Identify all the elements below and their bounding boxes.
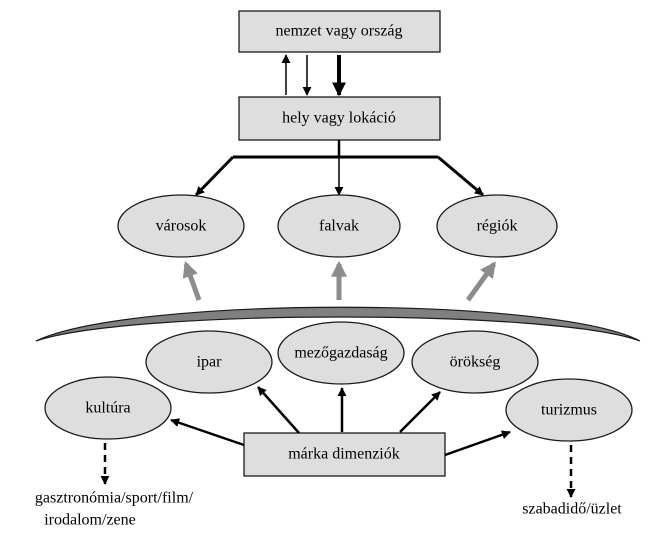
gray-arrow-regions: [465, 261, 497, 302]
arrow-to-culture: [170, 418, 245, 447]
tourism-note: szabadidő/üzlet: [522, 501, 622, 518]
agriculture-label: mezőgazdaság: [294, 345, 387, 362]
industry-node: [145, 330, 273, 394]
location-box: [238, 96, 441, 141]
nation-label: nemzet vagy ország: [275, 23, 402, 40]
heritage-label: örökség: [450, 354, 501, 371]
regions-label: régiók: [477, 218, 518, 235]
brand-dimensions-label: márka dimenziók: [288, 446, 400, 463]
industry-label: ipar: [197, 354, 223, 371]
heritage-node: [411, 330, 539, 394]
culture-label: kultúra: [85, 400, 130, 417]
dimension-arc: [35, 306, 641, 342]
gray-arrow-cities: [182, 260, 202, 301]
arrow-to-tourism: [444, 430, 511, 457]
culture-node: [44, 376, 172, 440]
tourism-node: [505, 378, 633, 442]
arrow-to-cities: [194, 155, 235, 197]
arrow-to-regions: [437, 155, 484, 197]
arrow-to-industry: [257, 386, 300, 434]
cities-node: [117, 194, 245, 258]
agriculture-node: [277, 321, 405, 385]
regions-node: [436, 194, 558, 258]
location-label: hely vagy lokáció: [282, 110, 396, 127]
culture-note-line2: irodalom/zene: [44, 512, 136, 529]
tourism-label: turizmus: [541, 402, 597, 419]
culture-note-line1: gasztronómia/sport/film/: [35, 490, 194, 507]
arrow-to-heritage: [399, 391, 441, 433]
villages-node: [277, 194, 401, 258]
villages-label: falvak: [319, 218, 359, 235]
cities-label: városok: [156, 218, 207, 235]
nation-box: [238, 10, 441, 53]
